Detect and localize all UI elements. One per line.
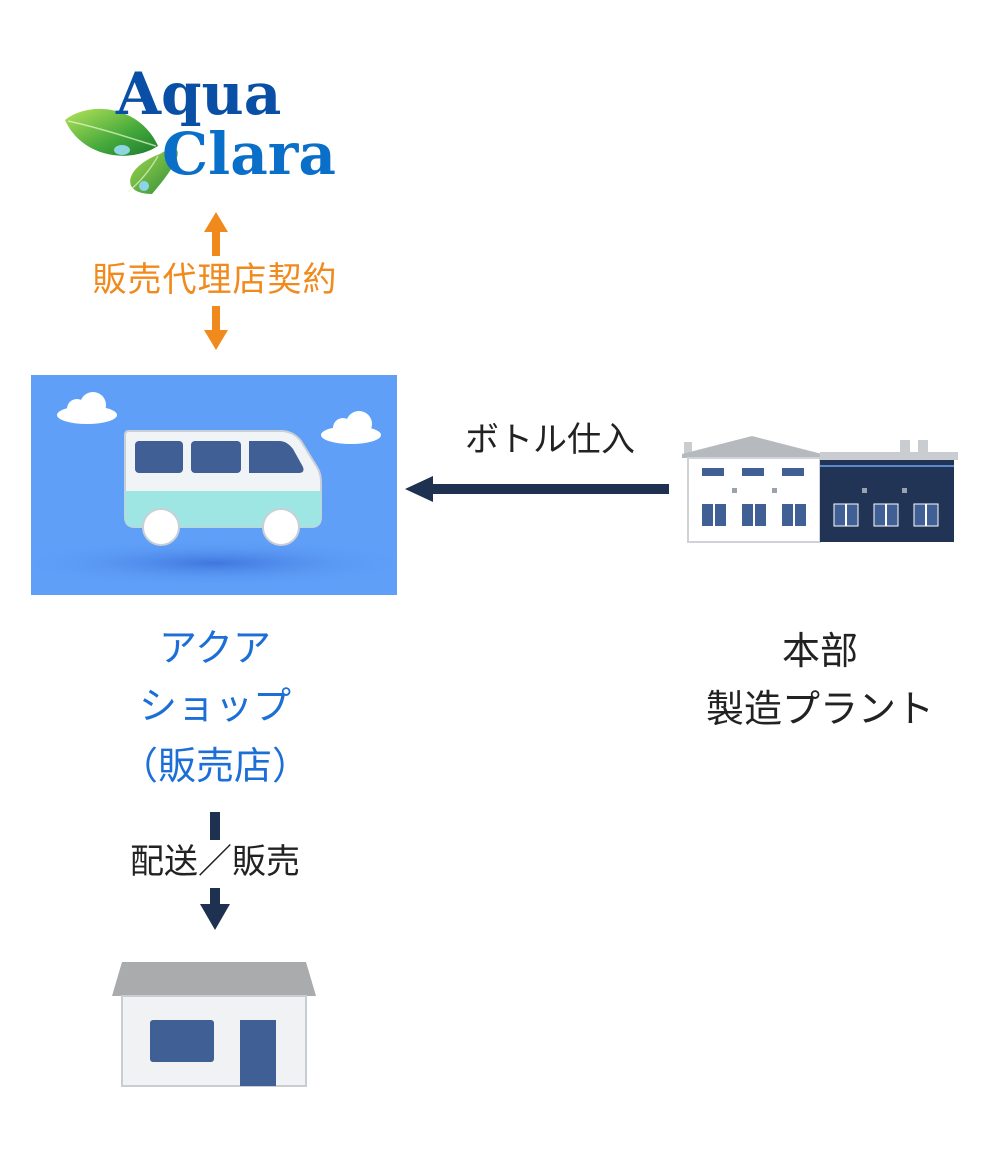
- logo-word-aqua: Aqua: [115, 60, 281, 128]
- aqua-clara-logo: Aqua Clara: [60, 58, 350, 208]
- logo-word-clara: Clara: [162, 120, 336, 188]
- left-arrow-icon: [405, 476, 669, 502]
- delivery-label: 配送／販売: [130, 842, 300, 882]
- house-icon: [112, 962, 316, 1087]
- factory-icon: [682, 436, 958, 543]
- shop-name-line1: アクア: [158, 626, 272, 670]
- shop-name-line3: （販売店）: [119, 744, 310, 788]
- double-arrow-icon: [204, 212, 228, 350]
- contract-label: 販売代理店契約: [92, 260, 338, 300]
- van-panel: [31, 375, 397, 595]
- shop-name-line2: ショップ: [138, 684, 291, 728]
- purchase-label: ボトル仕入: [465, 420, 635, 460]
- hq-label-line1: 本部: [781, 629, 858, 673]
- van-icon: [31, 375, 397, 595]
- down-arrow-icon: [200, 812, 230, 930]
- leaf-logo-icon: Aqua Clara: [65, 60, 336, 194]
- hq-label-line2: 製造プラント: [705, 687, 934, 731]
